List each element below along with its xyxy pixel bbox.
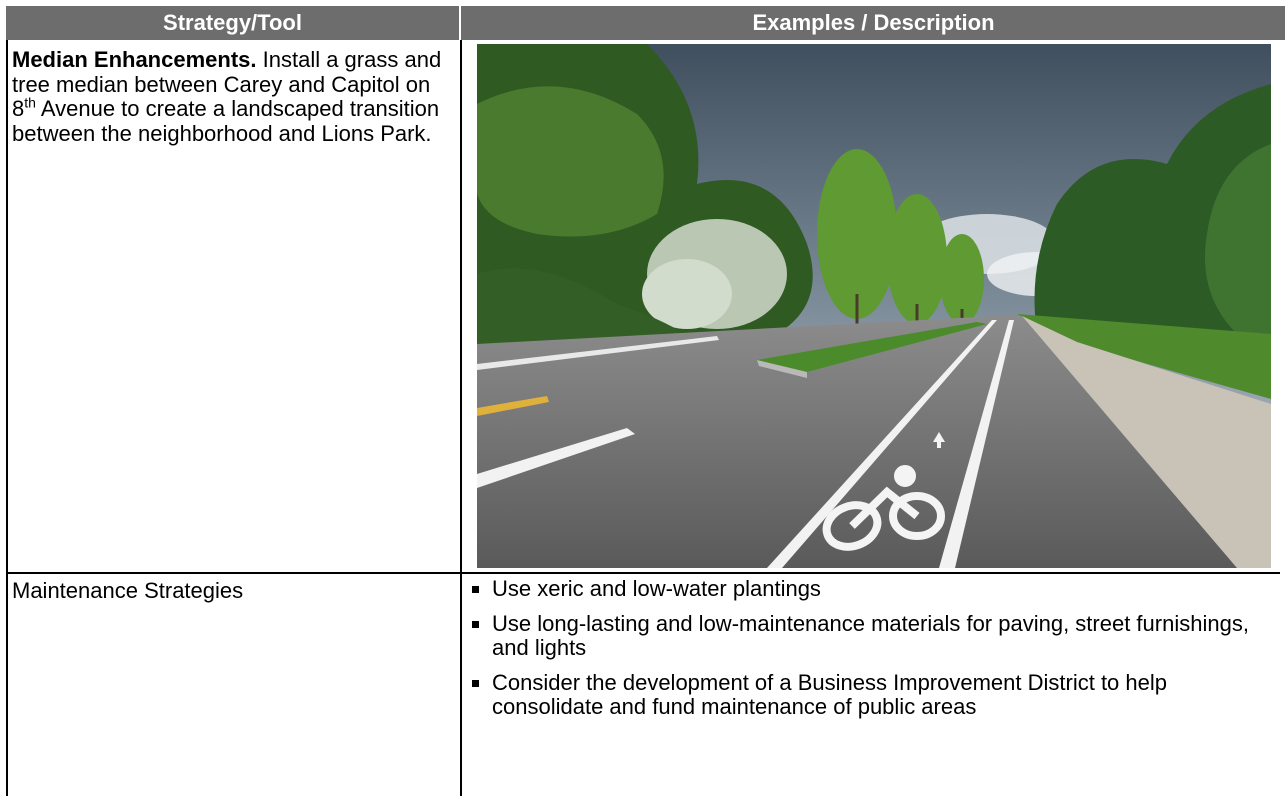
description-part-b: Avenue to create a landscaped transition… [12,96,440,146]
bullet-text: Consider the development of a Business I… [492,669,1167,719]
bullet-text: Use long-lasting and low-maintenance mat… [492,610,1249,660]
header-examples-description: Examples / Description [461,6,1285,40]
ordinal-superscript: th [24,94,36,111]
list-item: Use long-lasting and low-maintenance mat… [470,610,1260,661]
description-part-a: Install a grass and tree median between … [12,47,442,121]
column-divider [460,40,462,796]
maintenance-strategies-label: Maintenance Strategies [12,578,244,603]
bike-lane-symbol [822,465,945,551]
median-street-photo [477,44,1271,568]
strategy-table: Strategy/Tool Examples / Description Med… [6,6,1285,796]
median-enhancements-title: Median Enhancements. [12,47,257,72]
header-strategy-tool: Strategy/Tool [6,6,461,40]
table-left-border [6,40,8,796]
list-item: Use xeric and low-water plantings [470,576,1260,602]
bullet-text: Use xeric and low-water plantings [492,576,821,601]
bullet-square-icon [472,586,479,593]
list-item: Consider the development of a Business I… [470,669,1260,720]
bullet-square-icon [472,620,479,628]
maintenance-bullet-list: Use xeric and low-water plantings Use lo… [470,576,1260,730]
bullet-square-icon [472,679,479,687]
median-enhancements-description: Median Enhancements. Install a grass and… [12,47,458,146]
row-divider [6,572,1280,574]
street-illustration [477,44,1271,568]
